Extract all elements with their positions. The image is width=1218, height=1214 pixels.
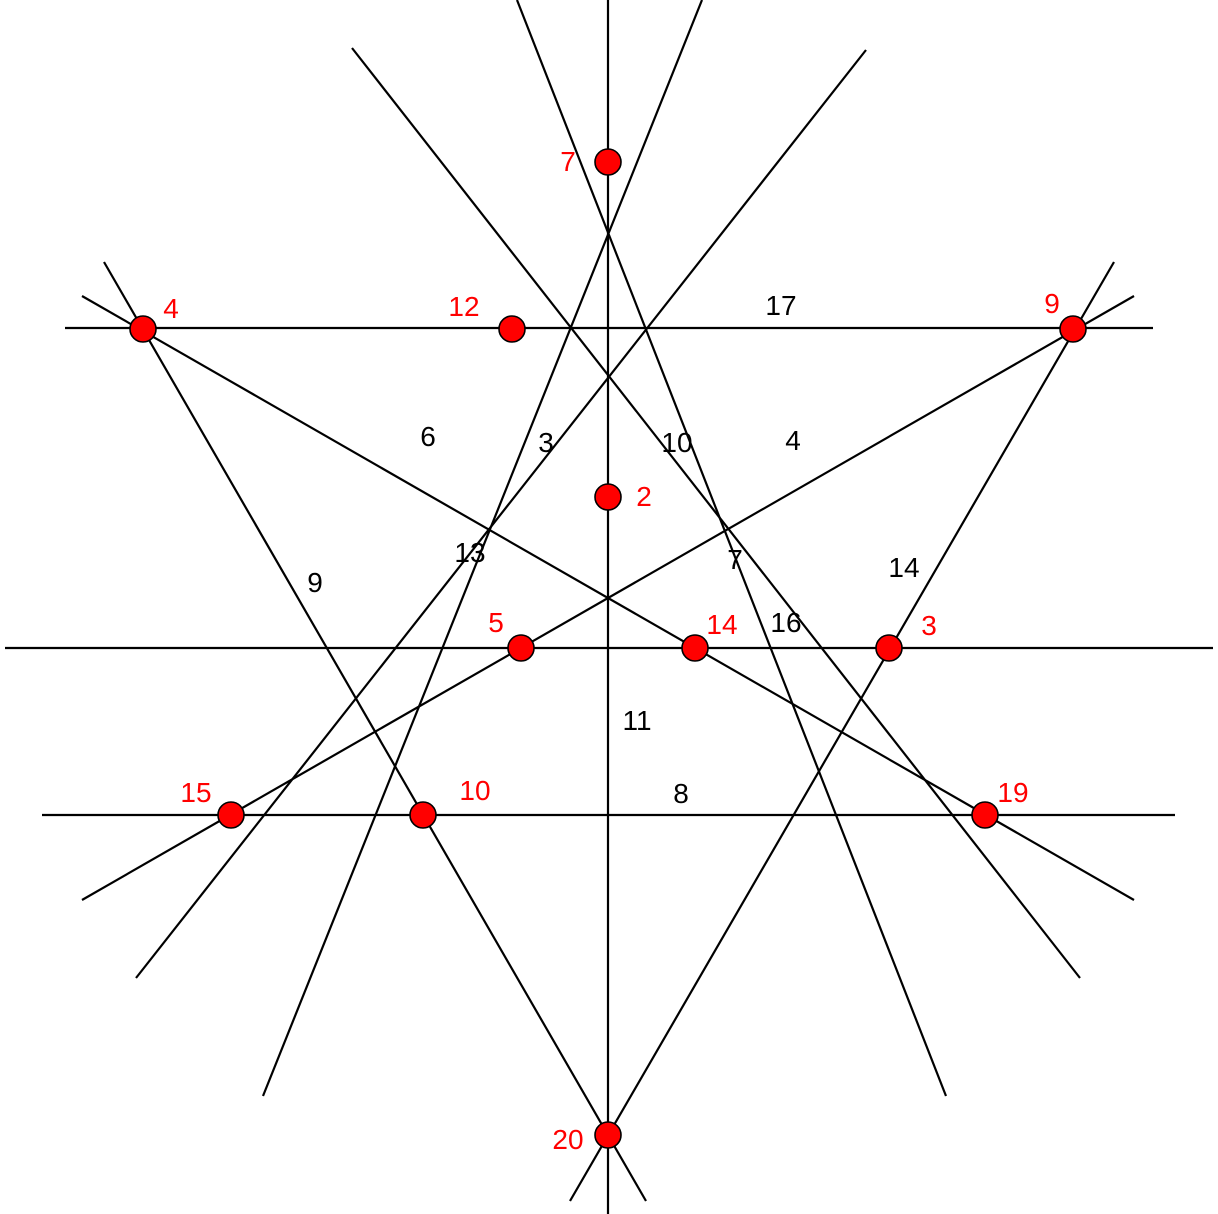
point-12 (498, 315, 526, 343)
configuration-line-12 (81, 295, 1135, 901)
line-label-7: 7 (727, 544, 743, 575)
point-5 (507, 634, 535, 662)
line-label-16: 16 (770, 607, 801, 638)
point-label-14: 14 (706, 609, 737, 640)
point-label-15: 15 (180, 777, 211, 808)
line-label-3: 3 (538, 427, 554, 458)
line-label-13: 13 (454, 537, 485, 568)
point-14 (681, 634, 709, 662)
line-labels-layer: 17 6 3 10 4 13 7 14 9 16 11 8 (307, 290, 919, 809)
configuration-line-8 (135, 49, 867, 979)
configuration-line-7 (351, 47, 1081, 979)
point-label-3: 3 (921, 610, 937, 641)
line-label-10: 10 (661, 427, 692, 458)
line-label-4: 4 (785, 425, 801, 456)
point-3 (875, 634, 903, 662)
configuration-line-5 (515, 0, 948, 1097)
point-label-7: 7 (560, 146, 576, 177)
line-label-11: 11 (622, 705, 651, 736)
point-2 (594, 483, 622, 511)
point-label-20: 20 (552, 1124, 583, 1155)
point-4 (129, 315, 157, 343)
line-label-17: 17 (765, 290, 796, 321)
configuration-line-6 (261, 0, 704, 1097)
point-10 (409, 801, 437, 829)
point-label-19: 19 (997, 777, 1028, 808)
point-label-10: 10 (459, 775, 490, 806)
point-label-2: 2 (636, 481, 652, 512)
point-20 (594, 1121, 622, 1149)
point-label-9: 9 (1044, 288, 1060, 319)
point-label-12: 12 (448, 291, 479, 322)
point-label-5: 5 (488, 607, 504, 638)
lines-layer (5, 0, 1213, 1214)
line-label-14: 14 (888, 552, 919, 583)
point-7 (594, 148, 622, 176)
point-15 (217, 801, 245, 829)
point-9 (1059, 315, 1087, 343)
line-label-9: 9 (307, 567, 323, 598)
points-layer (129, 148, 1087, 1149)
line-label-6: 6 (420, 421, 436, 452)
point-label-4: 4 (163, 293, 179, 324)
point-19 (971, 801, 999, 829)
line-label-8: 8 (673, 778, 689, 809)
